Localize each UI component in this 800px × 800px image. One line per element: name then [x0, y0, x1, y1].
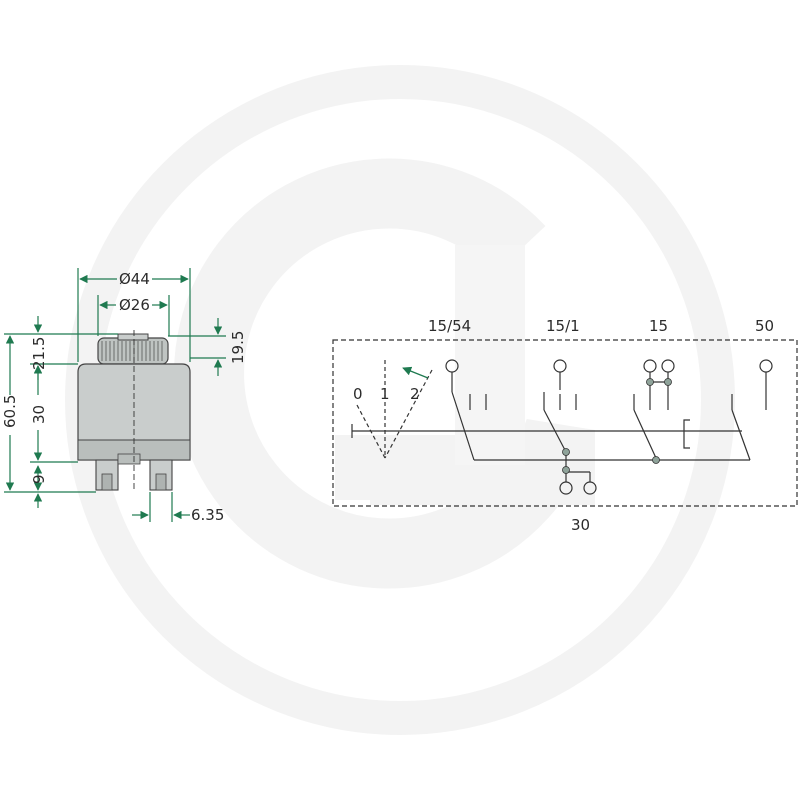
dim-body-height: 30	[30, 405, 48, 424]
junction-node	[562, 448, 570, 456]
junction-node	[664, 378, 672, 386]
spring-return-arrow-icon	[402, 366, 429, 379]
circuit-diagram: 15/54 15/1 15 50 30 0 1 2	[332, 317, 798, 534]
dim-outer-diameter: Ø44	[119, 270, 150, 288]
dimension-lines	[4, 268, 226, 522]
dim-inner-diameter: Ø26	[119, 296, 150, 314]
junction-node	[652, 456, 660, 464]
terminal-label-50: 50	[755, 317, 774, 335]
dim-terminal-length: 9	[30, 474, 48, 484]
terminal-label-15: 15	[649, 317, 668, 335]
position-label-0: 0	[353, 385, 363, 403]
dim-side-height: 19.5	[229, 331, 247, 364]
position-label-2: 2	[410, 385, 420, 403]
circuit-boundary	[332, 339, 798, 507]
terminal-label-30: 30	[571, 516, 590, 534]
dim-total-height: 60.5	[1, 395, 19, 428]
cap-knurl	[101, 341, 163, 361]
dim-terminal-width: 6.35	[191, 506, 224, 524]
switch-side-view	[77, 330, 191, 491]
position-label-1: 1	[380, 385, 390, 403]
junction-node	[562, 466, 570, 474]
terminal-label-15-54: 15/54	[428, 317, 471, 335]
dim-cap-height: 21.5	[30, 337, 48, 370]
terminal-label-15-1: 15/1	[546, 317, 580, 335]
junction-node	[646, 378, 654, 386]
switch-cap	[97, 337, 169, 365]
